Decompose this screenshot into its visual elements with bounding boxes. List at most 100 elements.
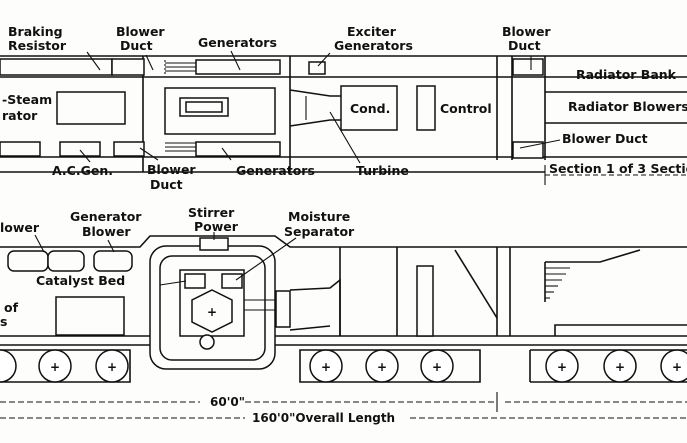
svg-text:+: + [672, 360, 682, 374]
control-elevation [416, 265, 434, 337]
wheel [0, 349, 17, 383]
radiator-fins [545, 267, 570, 299]
wheel [309, 349, 343, 383]
duct-hatching-bottom [165, 142, 196, 152]
left-bottom-box [0, 141, 41, 157]
generator-blower-leader [107, 239, 115, 253]
radiator-bank-label: Radiator Bank [576, 67, 677, 82]
left-compartment-box [55, 296, 125, 336]
elevation-view: + [0, 232, 687, 419]
blower-duct-mid-label-2: Duct [150, 177, 183, 192]
stirrer-power-label-2: Power [194, 219, 239, 234]
blower-left-box [7, 250, 49, 272]
wheel [420, 349, 454, 383]
stirrer-plus: + [207, 305, 217, 319]
blower-duct-top-label-2: Duct [120, 38, 153, 53]
cond-label: Cond. [350, 101, 390, 116]
generator-center-inner [185, 101, 223, 113]
stirrer-hexagon [191, 289, 233, 333]
turbine-elevation [289, 278, 341, 336]
reactor-outlet-box [275, 290, 291, 328]
braking-resistor-box [0, 58, 113, 76]
wheel [660, 349, 687, 383]
blower-duct-box-top [111, 58, 145, 76]
moisture-box [221, 273, 243, 289]
plan-view [0, 50, 687, 185]
wheel [365, 349, 399, 383]
catalyst-leader [159, 280, 187, 286]
moisture-separator-label-2: Separator [284, 224, 355, 239]
radiator-slope [454, 249, 498, 319]
catalyst-bed-box [184, 273, 206, 289]
blower-leader [34, 234, 45, 253]
blower-left-label: lower [0, 220, 40, 235]
wheel [545, 349, 579, 383]
dim-160-label: 160'0"Overall Length [252, 411, 395, 425]
section-note-label: Section 1 of 3 Sections [549, 161, 687, 176]
blower-duct-right-label-2: Duct [508, 38, 541, 53]
radiator-base [554, 324, 687, 336]
wheel [38, 349, 72, 383]
steam-separator-label-1: -Steam [2, 92, 52, 107]
elevation-roof [0, 235, 687, 248]
generator-blower-label-1: Generator [70, 209, 142, 224]
turbine-taper [289, 89, 341, 127]
wheels [0, 349, 687, 383]
condenser-box [340, 85, 398, 131]
ac-gen-label: A.C.Gen. [52, 163, 113, 178]
plan-leader-lines [79, 50, 561, 164]
wheel [603, 349, 637, 383]
duct-hatching-top [164, 60, 196, 75]
left-fragment-label-2: s [0, 314, 7, 329]
svg-text:+: + [557, 360, 567, 374]
generator-blower-box [93, 250, 133, 272]
generators-top-label: Generators [198, 35, 277, 50]
control-box [416, 85, 436, 131]
blower-duct-box-lower [512, 141, 544, 159]
blower-duct-box-mid [113, 141, 145, 157]
blower-duct-box-right [512, 58, 544, 76]
blower-duct-top-label-1: Blower [116, 24, 165, 39]
svg-text:+: + [107, 360, 117, 374]
dim-60-label: 60'0" [210, 395, 245, 409]
turbine-label: Turbine [356, 163, 409, 178]
catalyst-bed-label: Catalyst Bed [36, 273, 125, 288]
reactor-pipes [244, 299, 276, 311]
exciter-generators-label-2: Generators [334, 38, 413, 53]
svg-text:+: + [50, 360, 60, 374]
svg-text:+: + [321, 360, 331, 374]
svg-text:+: + [377, 360, 387, 374]
braking-resistor-label-1: Braking [8, 24, 63, 39]
braking-resistor-label-2: Resistor [8, 38, 67, 53]
left-fragment-label-1: of [4, 300, 19, 315]
moisture-separator-label-1: Moisture [288, 209, 350, 224]
generator-box-bottom [195, 141, 281, 157]
labels: Braking Resistor Blower Duct Generators … [0, 24, 687, 425]
steam-separator-label-2: rator [2, 108, 38, 123]
stirrer-power-label-1: Stirrer [188, 205, 235, 220]
ac-generator-box [59, 141, 101, 157]
generators-bottom-label: Generators [236, 163, 315, 178]
wheel [95, 349, 129, 383]
dimension-lines [0, 392, 687, 419]
svg-text:+: + [615, 360, 625, 374]
generator-blower-label-2: Blower [82, 224, 131, 239]
radiator-fins-frame [544, 249, 641, 302]
pump-circle [199, 334, 215, 350]
exciter-box [308, 61, 326, 75]
truck-frame-center [299, 349, 481, 383]
moisture-leader [235, 237, 297, 281]
control-label: Control [440, 101, 492, 116]
blower-duct-lower-right-label: Blower Duct [562, 131, 648, 146]
exciter-generators-label-1: Exciter [347, 24, 397, 39]
blower-duct-right-label-1: Blower [502, 24, 551, 39]
svg-text:+: + [432, 360, 442, 374]
radiator-blowers-label: Radiator Blowers [568, 99, 687, 114]
truck-frame-right [529, 349, 687, 383]
wheel-hubs: + + + + + + + + [50, 360, 682, 374]
blower-duct-mid-label-1: Blower [147, 162, 196, 177]
steam-separator-box [56, 91, 126, 125]
blower-left-box-2 [47, 250, 85, 272]
